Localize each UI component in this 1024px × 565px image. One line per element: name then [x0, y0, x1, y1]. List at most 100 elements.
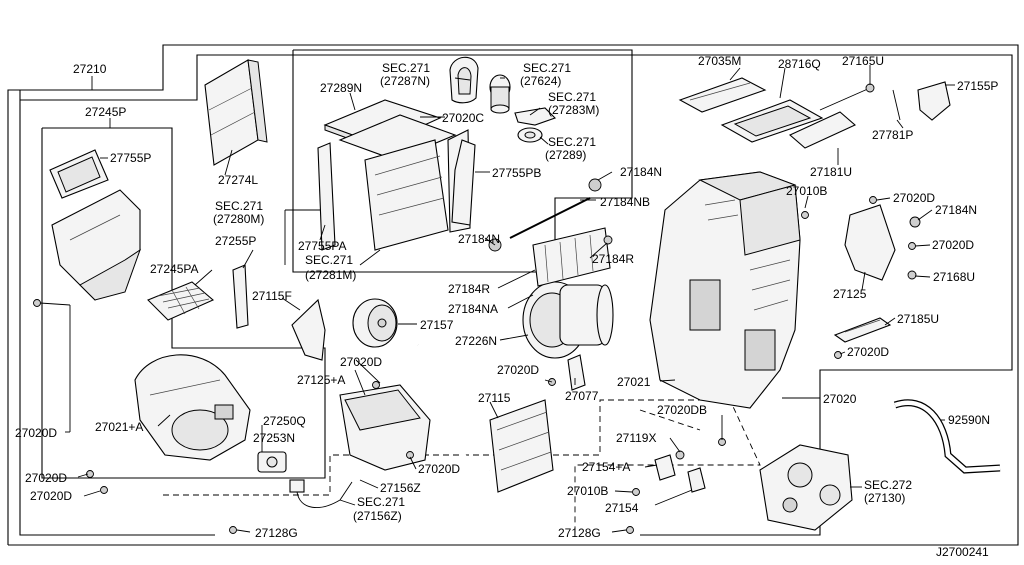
blower-fan [352, 298, 398, 348]
label-27781p: 27781P [872, 128, 913, 142]
label-sec272-ref: (27130) [864, 491, 905, 505]
label-sec271-27289-ref: (27289) [545, 148, 586, 162]
label-sec271-27281m: SEC.271 [305, 253, 353, 267]
intake-grille [147, 281, 215, 321]
label-27021a: 27021+A [95, 420, 143, 434]
label-27077: 27077 [565, 389, 599, 403]
actuator-27181u [788, 83, 875, 149]
label-27755p: 27755P [110, 151, 151, 165]
blower-group-frame [41, 127, 326, 479]
label-27020d-r2: 27020D [932, 238, 974, 252]
label-27184n-right: 27184N [935, 203, 977, 217]
label-sec271-27281m-ref: (27281M) [305, 268, 356, 282]
label-27184na: 27184NA [448, 302, 498, 316]
label-sec271-27287n: SEC.271 [382, 61, 430, 75]
label-27010b-bottom: 27010B [567, 484, 608, 498]
label-27250q: 27250Q [263, 414, 306, 428]
label-27154: 27154 [605, 501, 639, 515]
seal-strip-pb [451, 139, 476, 226]
actuator-link-27154 [654, 450, 706, 493]
label-27184n-top: 27184N [620, 165, 662, 179]
label-27021: 27021 [617, 375, 651, 389]
resistor-27077 [567, 354, 586, 391]
label-27755pa: 27755PA [298, 239, 347, 253]
link-rod-27184nb [488, 178, 613, 252]
label-27289n: 27289N [320, 81, 362, 95]
label-27255p: 27255P [215, 234, 256, 248]
label-27020d-r3: 27020D [847, 345, 889, 359]
label-27020d-bl1: 27020D [25, 471, 67, 485]
control-unit-sec272 [759, 444, 853, 531]
label-sec271-27283m: SEC.271 [548, 90, 596, 104]
label-sec271-27289: SEC.271 [548, 135, 596, 149]
label-27010b-top: 27010B [786, 184, 827, 198]
intake-duct-assembly [49, 149, 141, 301]
label-sec271-27287n-ref: (27287N) [380, 74, 430, 88]
label-27125: 27125 [833, 287, 867, 301]
evaporator-section-frame [292, 49, 633, 273]
main-hvac-housing [649, 171, 801, 409]
heater-hose [416, 344, 491, 472]
air-filter-panel [204, 59, 268, 166]
mount-bracket-27255p [232, 264, 249, 329]
heater-core [489, 399, 554, 493]
actuator-motor-left [257, 451, 287, 473]
label-27020d-c3: 27020D [497, 363, 539, 377]
label-27020db: 27020DB [657, 403, 707, 417]
label-27154a: 27154+A [582, 460, 630, 474]
case-lower-27125a [339, 384, 431, 471]
label-27128g-left: 27128G [255, 526, 298, 540]
label-27253n: 27253N [253, 431, 295, 445]
label-27245p: 27245P [85, 105, 126, 119]
label-sec272: SEC.272 [864, 478, 912, 492]
label-27184nb: 27184NB [600, 195, 650, 209]
label-sec271-27156z: SEC.271 [357, 495, 405, 509]
leader-lines [39, 65, 955, 533]
label-27020c: 27020C [442, 111, 484, 125]
screw-set [33, 196, 921, 534]
label-92590n: 92590N [948, 413, 990, 427]
label-27165u: 27165U [842, 54, 884, 68]
actuator-27155p [892, 81, 951, 121]
label-27184r-left: 27184R [448, 282, 490, 296]
label-sec271-27283m-ref: (27283M) [548, 103, 599, 117]
grille-27185u [833, 317, 892, 343]
sec271-pipe-bracket [449, 56, 479, 104]
filter-frame-27035m [678, 77, 767, 113]
label-27020: 27020 [823, 392, 857, 406]
blower-case-left [134, 354, 251, 461]
label-27128g-right: 27128G [558, 526, 601, 540]
label-27155p: 27155P [957, 79, 998, 93]
label-27125a: 27125+A [297, 373, 345, 387]
sec271-clamp [517, 127, 543, 143]
label-27156z: 27156Z [380, 481, 421, 495]
duct-27125 [844, 204, 896, 281]
evaporator-core [532, 227, 611, 287]
label-27181u: 27181U [810, 165, 852, 179]
label-27119x: 27119X [616, 431, 656, 445]
label-sec271-27280m: SEC.271 [215, 199, 263, 213]
label-27020d-bl2: 27020D [30, 489, 72, 503]
part-labels: 27210 27245P 27755P 27274L 27289N SEC.27… [15, 54, 998, 559]
dashed-region [163, 399, 761, 535]
label-27168u: 27168U [933, 270, 975, 284]
label-27226n: 27226N [455, 334, 497, 348]
label-27184r-right: 27184R [592, 252, 634, 266]
label-27185u: 27185U [897, 312, 939, 326]
label-27245pa: 27245PA [150, 262, 199, 276]
label-27035m: 27035M [698, 54, 741, 68]
label-27020d-r1: 27020D [893, 191, 935, 205]
label-27020d-c2: 27020D [418, 462, 460, 476]
label-27115f: 27115F [252, 289, 292, 303]
sec271-sensor [489, 74, 511, 114]
label-27157: 27157 [420, 318, 454, 332]
label-27184n-mid: 27184N [458, 232, 500, 246]
label-27274l: 27274L [218, 173, 258, 187]
shroud-27115f [291, 298, 326, 361]
label-27210: 27210 [73, 62, 107, 76]
wire-harness-27156z [289, 479, 353, 508]
label-sec271-27156z-ref: (27156Z) [353, 509, 402, 523]
label-28716q: 28716Q [778, 57, 821, 71]
label-27755pb: 27755PB [492, 166, 541, 180]
label-27020d-c1: 27020D [340, 355, 382, 369]
